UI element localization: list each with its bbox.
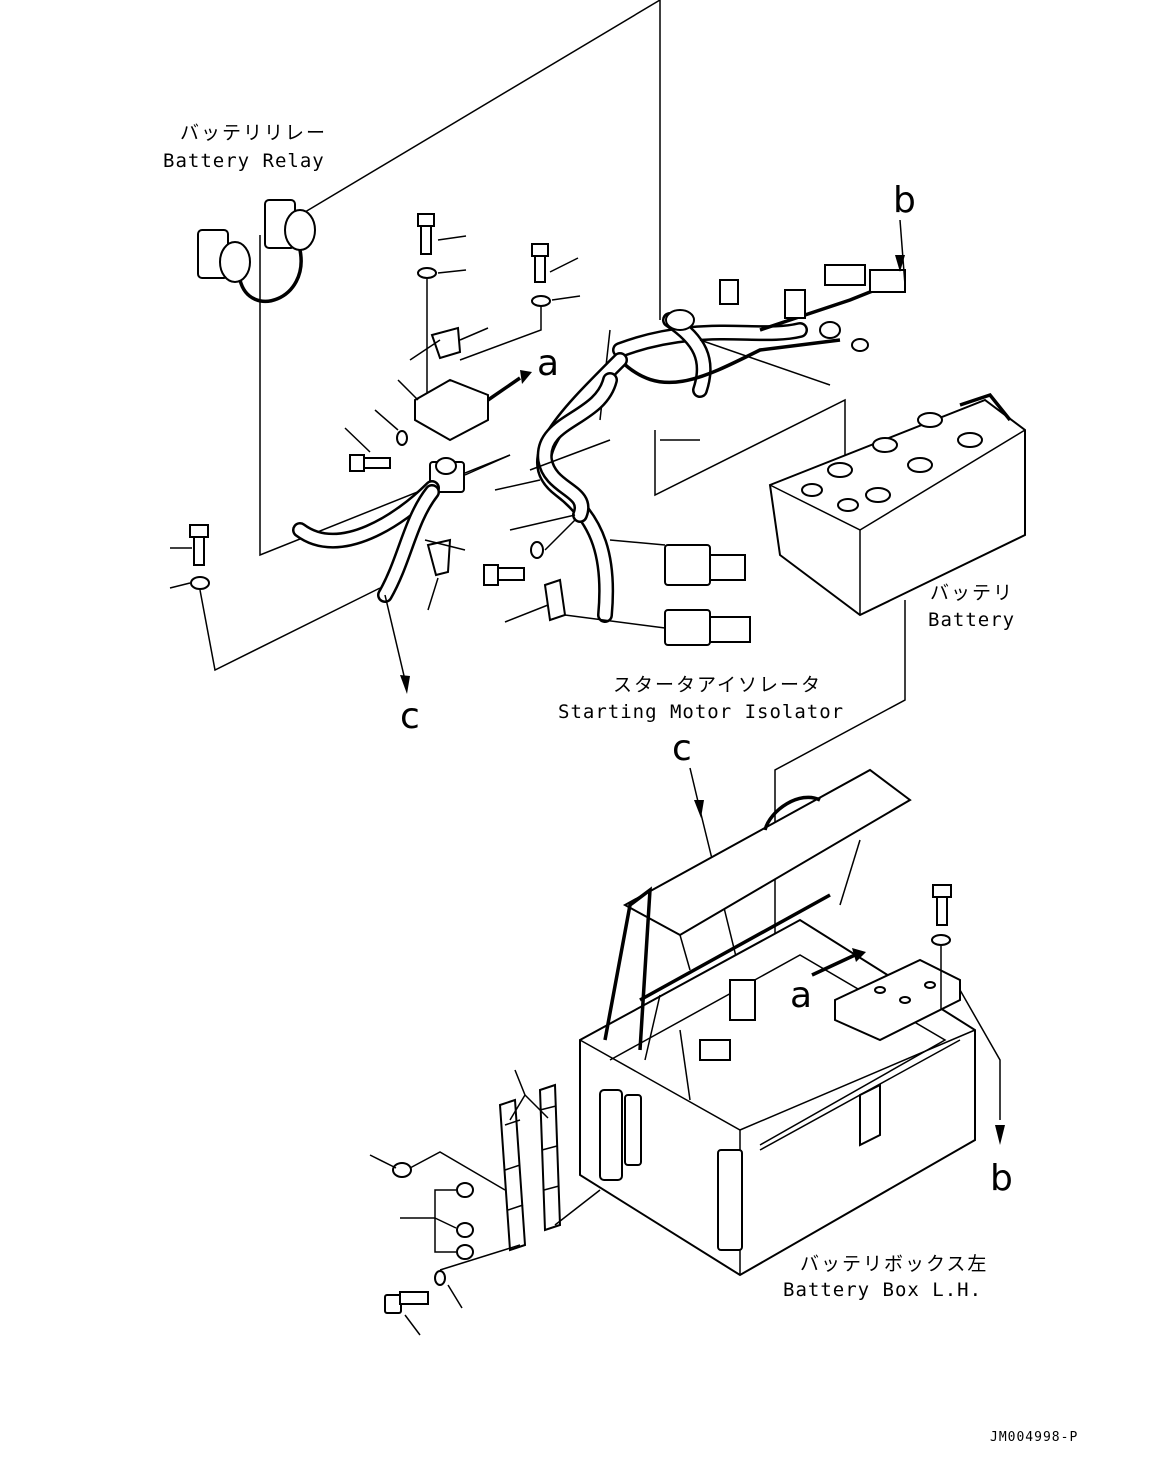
drawing-code: JM004998-P [990,1430,1078,1445]
reference-line-relay-diagonal [299,0,661,216]
nut-1 [369,1151,506,1191]
bolt-top-1 [417,213,467,400]
reference-line-harness [699,339,831,386]
elbow-connector [504,578,666,629]
isolator-switch [429,454,511,493]
callout-a-box-arrow [811,948,866,977]
battery-box-frame [579,886,976,1277]
label-battery-relay-jp: バッテリリレー [180,122,327,144]
battery-box-lid [622,768,912,971]
battery-tray-plate [834,958,1005,1145]
bolt-box-bottom-left [384,1244,521,1336]
bolt-left [344,409,408,472]
bolt-isolator [483,519,576,586]
callout-a-box: a [790,975,812,1016]
label-battery-jp: バッテリ [930,582,1014,604]
callout-b-box: b [990,1158,1013,1199]
label-battery-relay-en: Battery Relay [163,150,325,172]
battery [768,392,1026,617]
bolt-far-left [169,524,381,672]
reference-line-battery-box [774,600,906,1090]
clamp [409,326,489,361]
nuts-group [400,1182,474,1260]
label-battery-en: Battery [928,609,1015,631]
bolt-box-top-right [931,884,952,1010]
callout-c-box: c [672,728,692,769]
terminal-plate-1 [498,1098,527,1252]
plate-leader [509,1069,549,1121]
label-battery-box-jp: バッテリボックス左 [800,1253,988,1275]
battery-relay [197,199,511,557]
callout-c-top: c [400,696,420,737]
callout-b-top: b [893,180,916,221]
starting-motor-isolator-unit-2 [664,609,751,646]
label-starting-motor-isolator-jp: スタータアイソレータ [613,674,822,696]
reference-line-harness-battery [654,398,846,497]
isolator-cable [494,352,628,623]
starting-motor-isolator-unit-1 [609,539,746,586]
bolt-top-2 [459,243,581,361]
relay-cable [292,480,440,603]
callout-a-top: a [537,343,559,384]
callout-c-top-arrow [384,594,410,694]
wire-harness [599,219,906,421]
terminal-plate-2 [538,1083,601,1232]
label-battery-box-en: Battery Box L.H. [783,1279,982,1301]
relay-bracket [397,370,532,442]
cable-clip [424,538,466,611]
label-starting-motor-isolator-en: Starting Motor Isolator [558,701,844,723]
